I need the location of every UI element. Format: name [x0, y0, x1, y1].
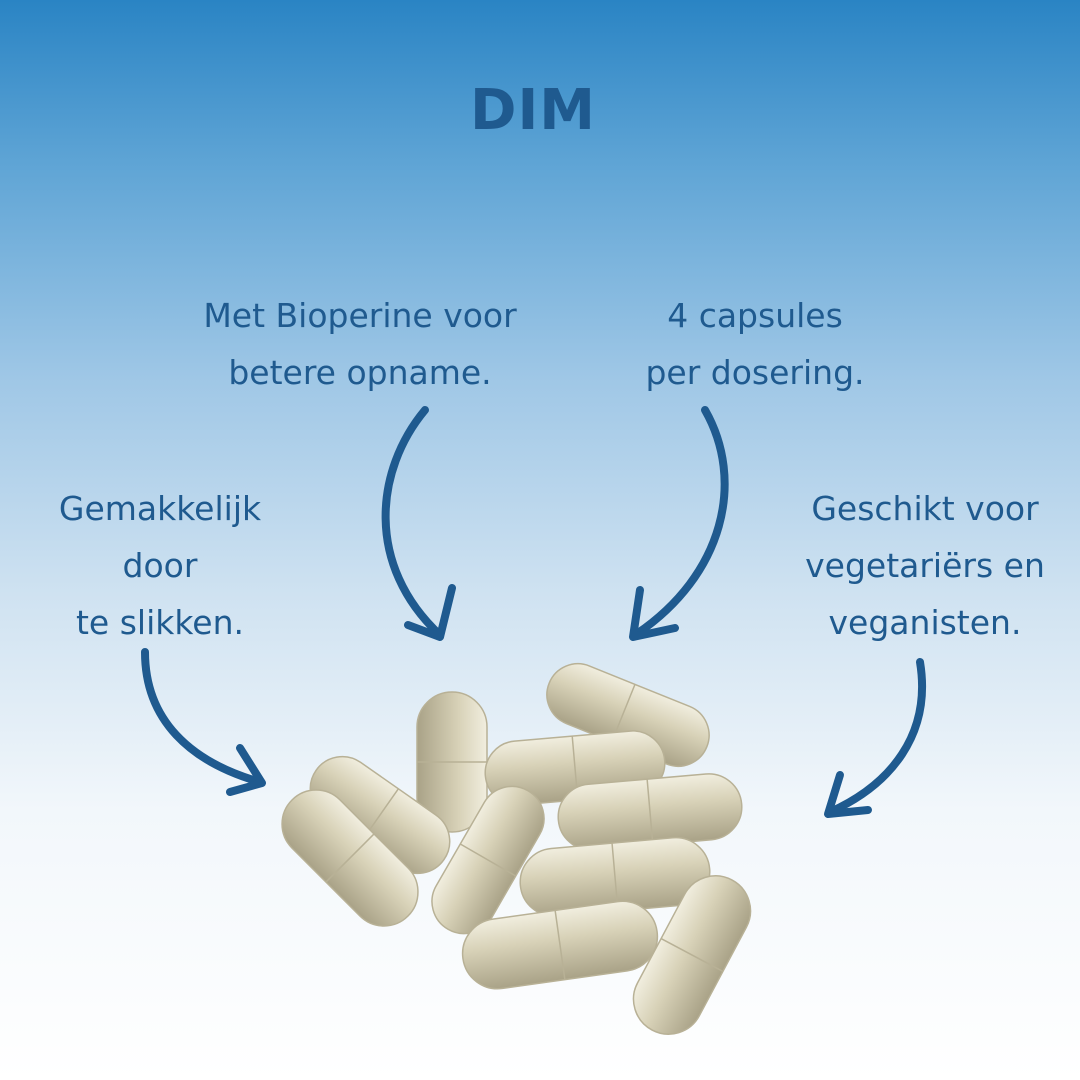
callout-vegan: Geschikt voor vegetariërs en veganisten.: [805, 489, 1045, 642]
capsules-image: [281, 663, 752, 1035]
arrow-icon: [629, 406, 729, 641]
arrow-icon: [824, 658, 927, 818]
arrow-icon: [381, 406, 456, 641]
callout-swallow: Gemakkelijk door te slikken.: [58, 489, 262, 642]
callout-bioperine: Met Bioperine voor betere opname.: [203, 296, 517, 392]
product-title: DIM: [469, 78, 597, 143]
callout-capsules: 4 capsules per dosering.: [645, 296, 865, 392]
arrow-icon: [141, 648, 266, 796]
